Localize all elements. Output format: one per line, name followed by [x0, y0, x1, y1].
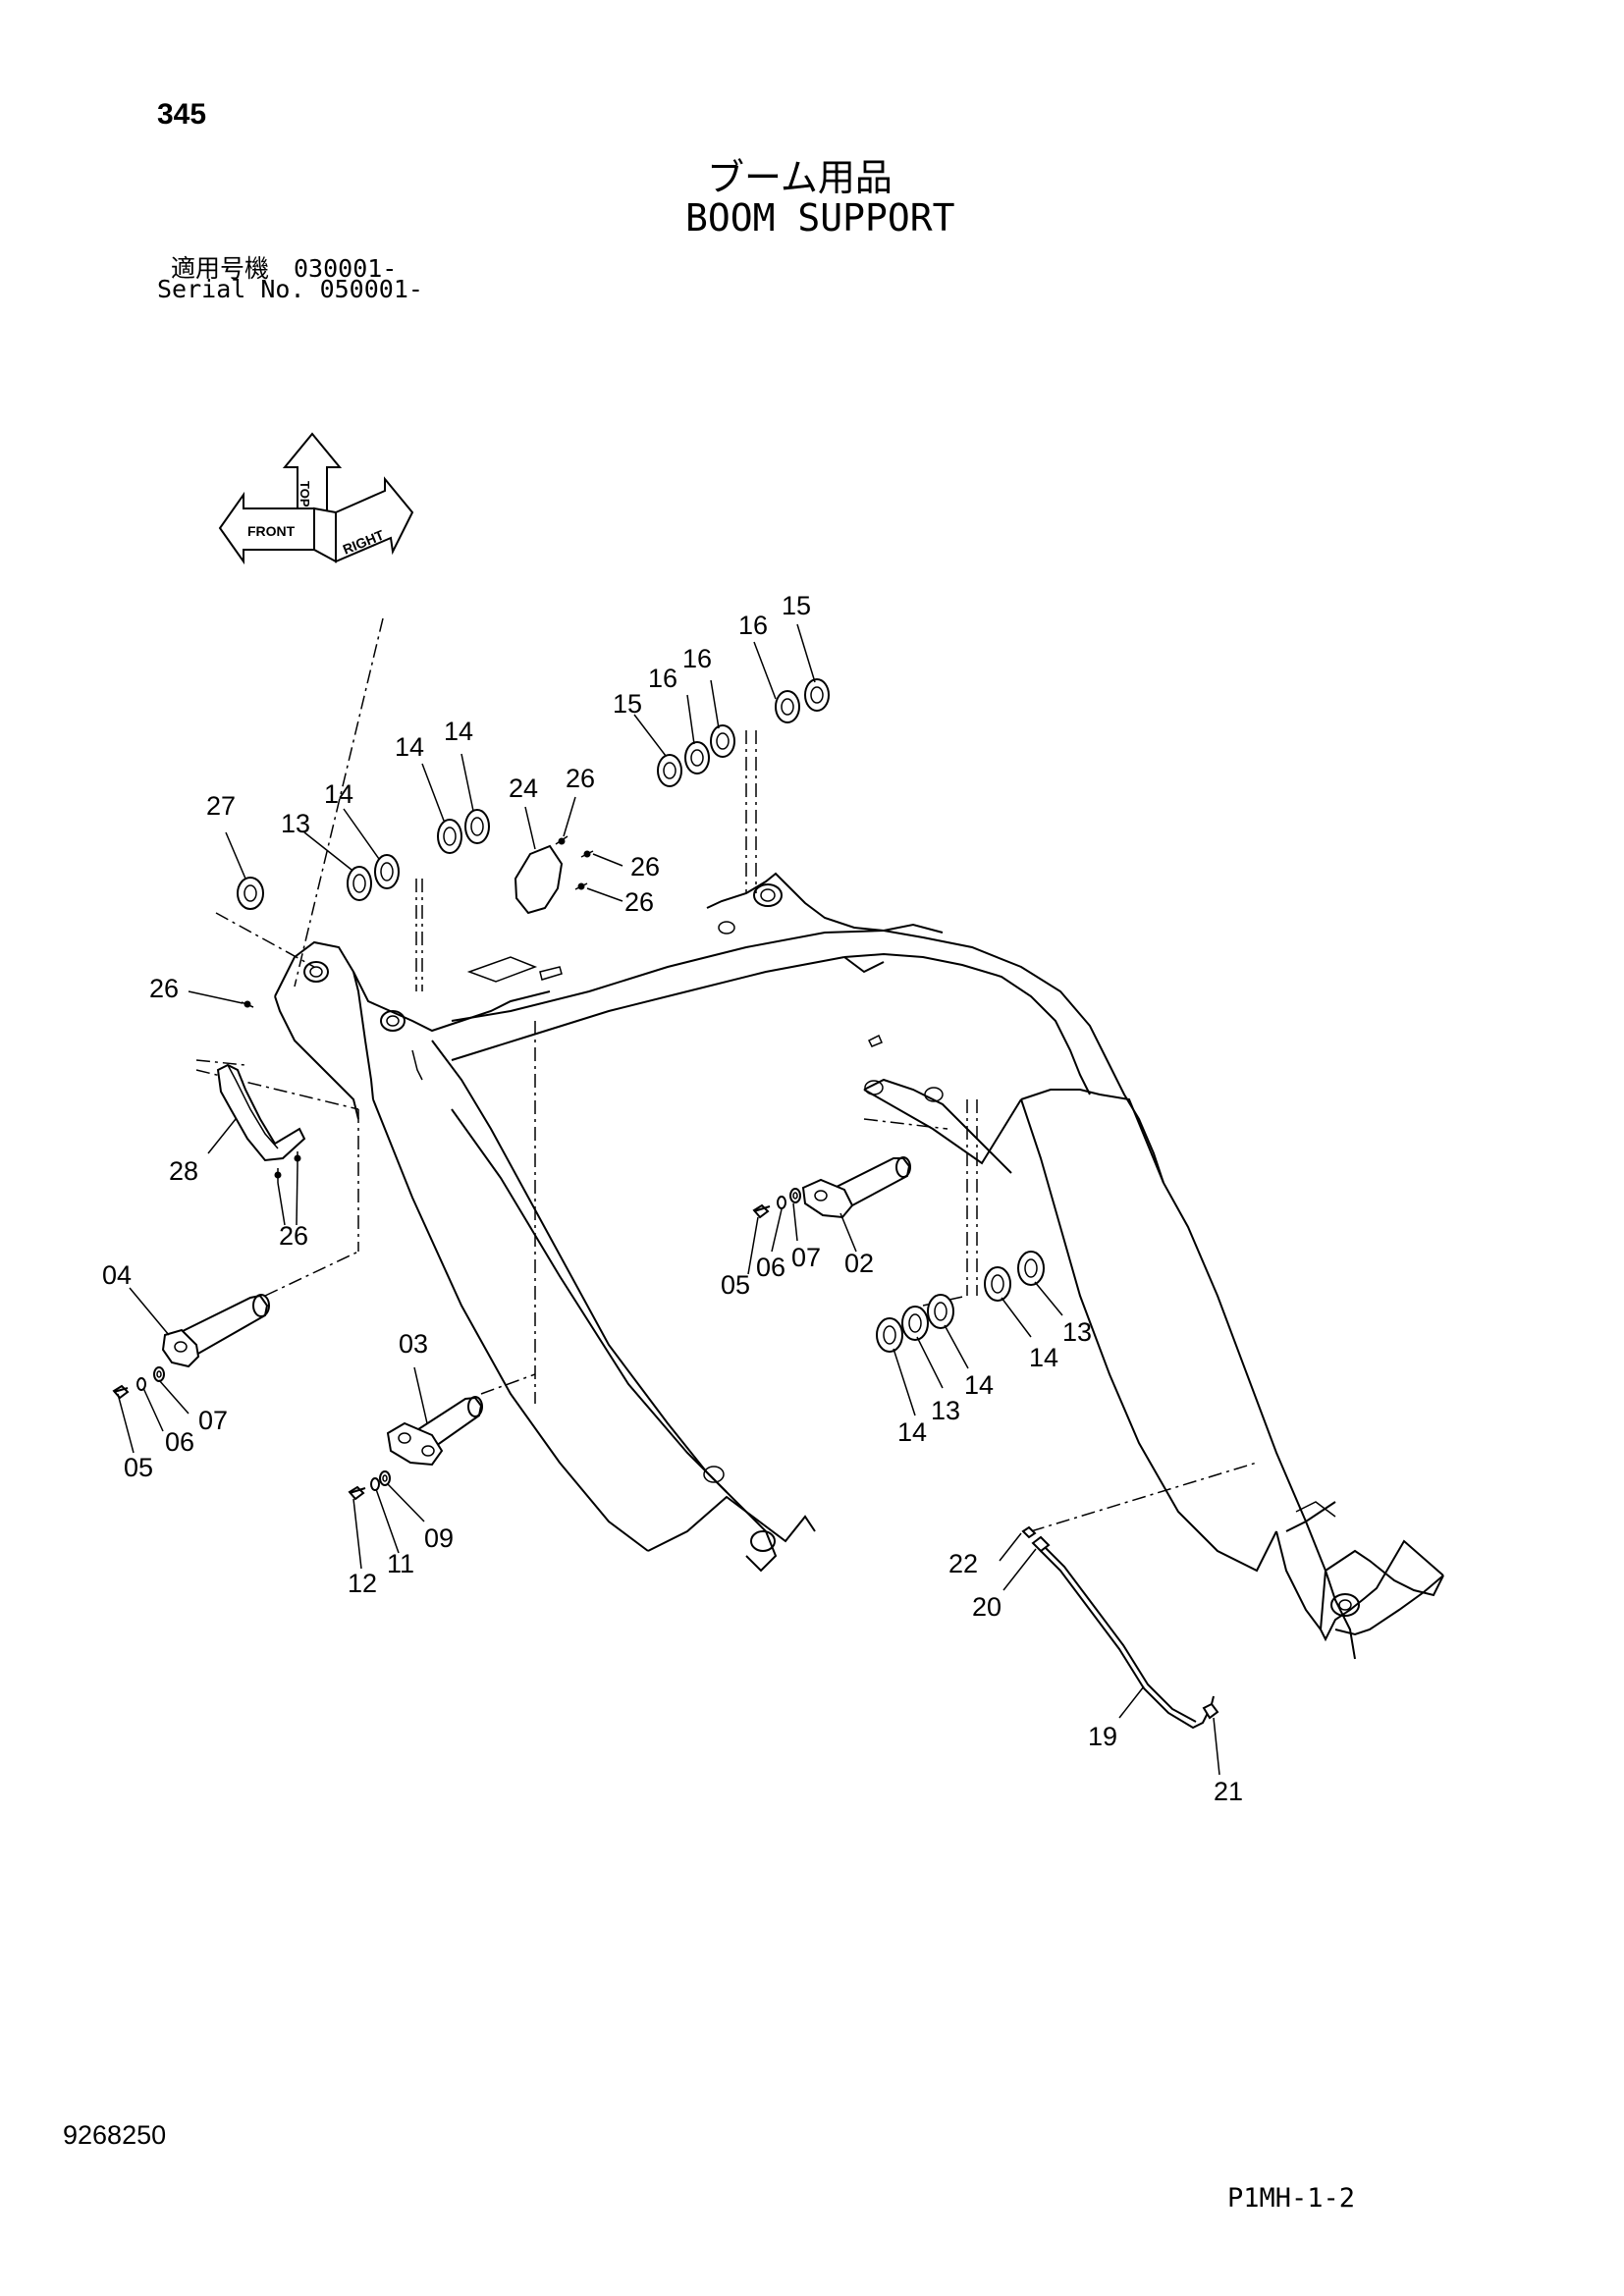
callout-09: 09	[424, 1523, 454, 1553]
small-bolts-part-26	[241, 835, 594, 1183]
callout-14: 14	[324, 779, 353, 809]
page-code: P1MH-1-2	[1227, 2183, 1356, 2214]
callout-26: 26	[624, 887, 654, 917]
callout-11: 11	[387, 1549, 414, 1578]
washers-group	[237, 678, 1045, 1353]
bolt-set-left	[112, 1366, 165, 1400]
callout-12: 12	[348, 1569, 377, 1598]
callout-labels: 16 15 16 16 15 14 14 24 26 27 14 13 26 2…	[102, 591, 1243, 1806]
callout-21: 21	[1214, 1777, 1243, 1806]
callout-13: 13	[281, 809, 310, 838]
callout-14: 14	[444, 717, 473, 746]
callout-26: 26	[566, 764, 595, 793]
callout-26: 26	[279, 1221, 308, 1251]
title-japanese: ブーム用品	[707, 156, 893, 199]
callout-14: 14	[1029, 1343, 1058, 1372]
pin-part-04	[161, 1294, 270, 1368]
callout-16: 16	[738, 611, 768, 640]
centerlines	[195, 617, 1258, 1532]
callout-06: 06	[756, 1253, 785, 1282]
callout-14: 14	[897, 1417, 927, 1447]
callout-14: 14	[395, 732, 424, 762]
callout-16: 16	[682, 644, 712, 673]
callout-05: 05	[721, 1270, 750, 1300]
callout-19: 19	[1088, 1722, 1117, 1751]
title-english: BOOM SUPPORT	[685, 196, 955, 240]
callout-03: 03	[399, 1329, 428, 1359]
serial-range-japanese: 適用号機 030001-	[171, 254, 398, 283]
callout-04: 04	[102, 1260, 132, 1290]
callout-07: 07	[198, 1406, 228, 1435]
orientation-cube-icon: FRONT TOP RIGHT	[218, 432, 414, 565]
callout-24: 24	[509, 774, 538, 803]
bolt-set-lower	[348, 1470, 391, 1501]
cover-plate-part-24	[514, 844, 564, 915]
orientation-front-label: FRONT	[247, 523, 296, 539]
pin-part-02	[801, 1156, 911, 1219]
callout-26: 26	[630, 852, 660, 881]
page-number: 345	[157, 98, 207, 131]
callout-06: 06	[165, 1427, 194, 1457]
orientation-top-label: TOP	[298, 481, 312, 507]
callout-05: 05	[124, 1453, 153, 1482]
boom-body	[274, 872, 1444, 1660]
callout-02: 02	[844, 1249, 874, 1278]
pin-part-03	[386, 1396, 483, 1467]
bracket-part-28	[216, 1063, 306, 1162]
leader-lines	[117, 623, 1220, 1776]
callout-26: 26	[149, 974, 179, 1003]
callout-27: 27	[206, 791, 236, 821]
serial-range-english: Serial No. 050001-	[157, 275, 423, 303]
callout-16: 16	[648, 664, 677, 693]
callout-13: 13	[1062, 1317, 1092, 1347]
grease-hose-assembly	[1021, 1525, 1219, 1730]
callout-20: 20	[972, 1592, 1001, 1622]
callout-15: 15	[782, 591, 811, 620]
callout-14: 14	[964, 1370, 994, 1400]
callout-28: 28	[169, 1156, 198, 1186]
callout-15: 15	[613, 689, 642, 719]
callout-07: 07	[791, 1243, 821, 1272]
bolt-set-right	[752, 1188, 801, 1219]
drawing-number: 9268250	[63, 2120, 167, 2150]
callout-13: 13	[931, 1396, 960, 1425]
callout-22: 22	[948, 1549, 978, 1578]
